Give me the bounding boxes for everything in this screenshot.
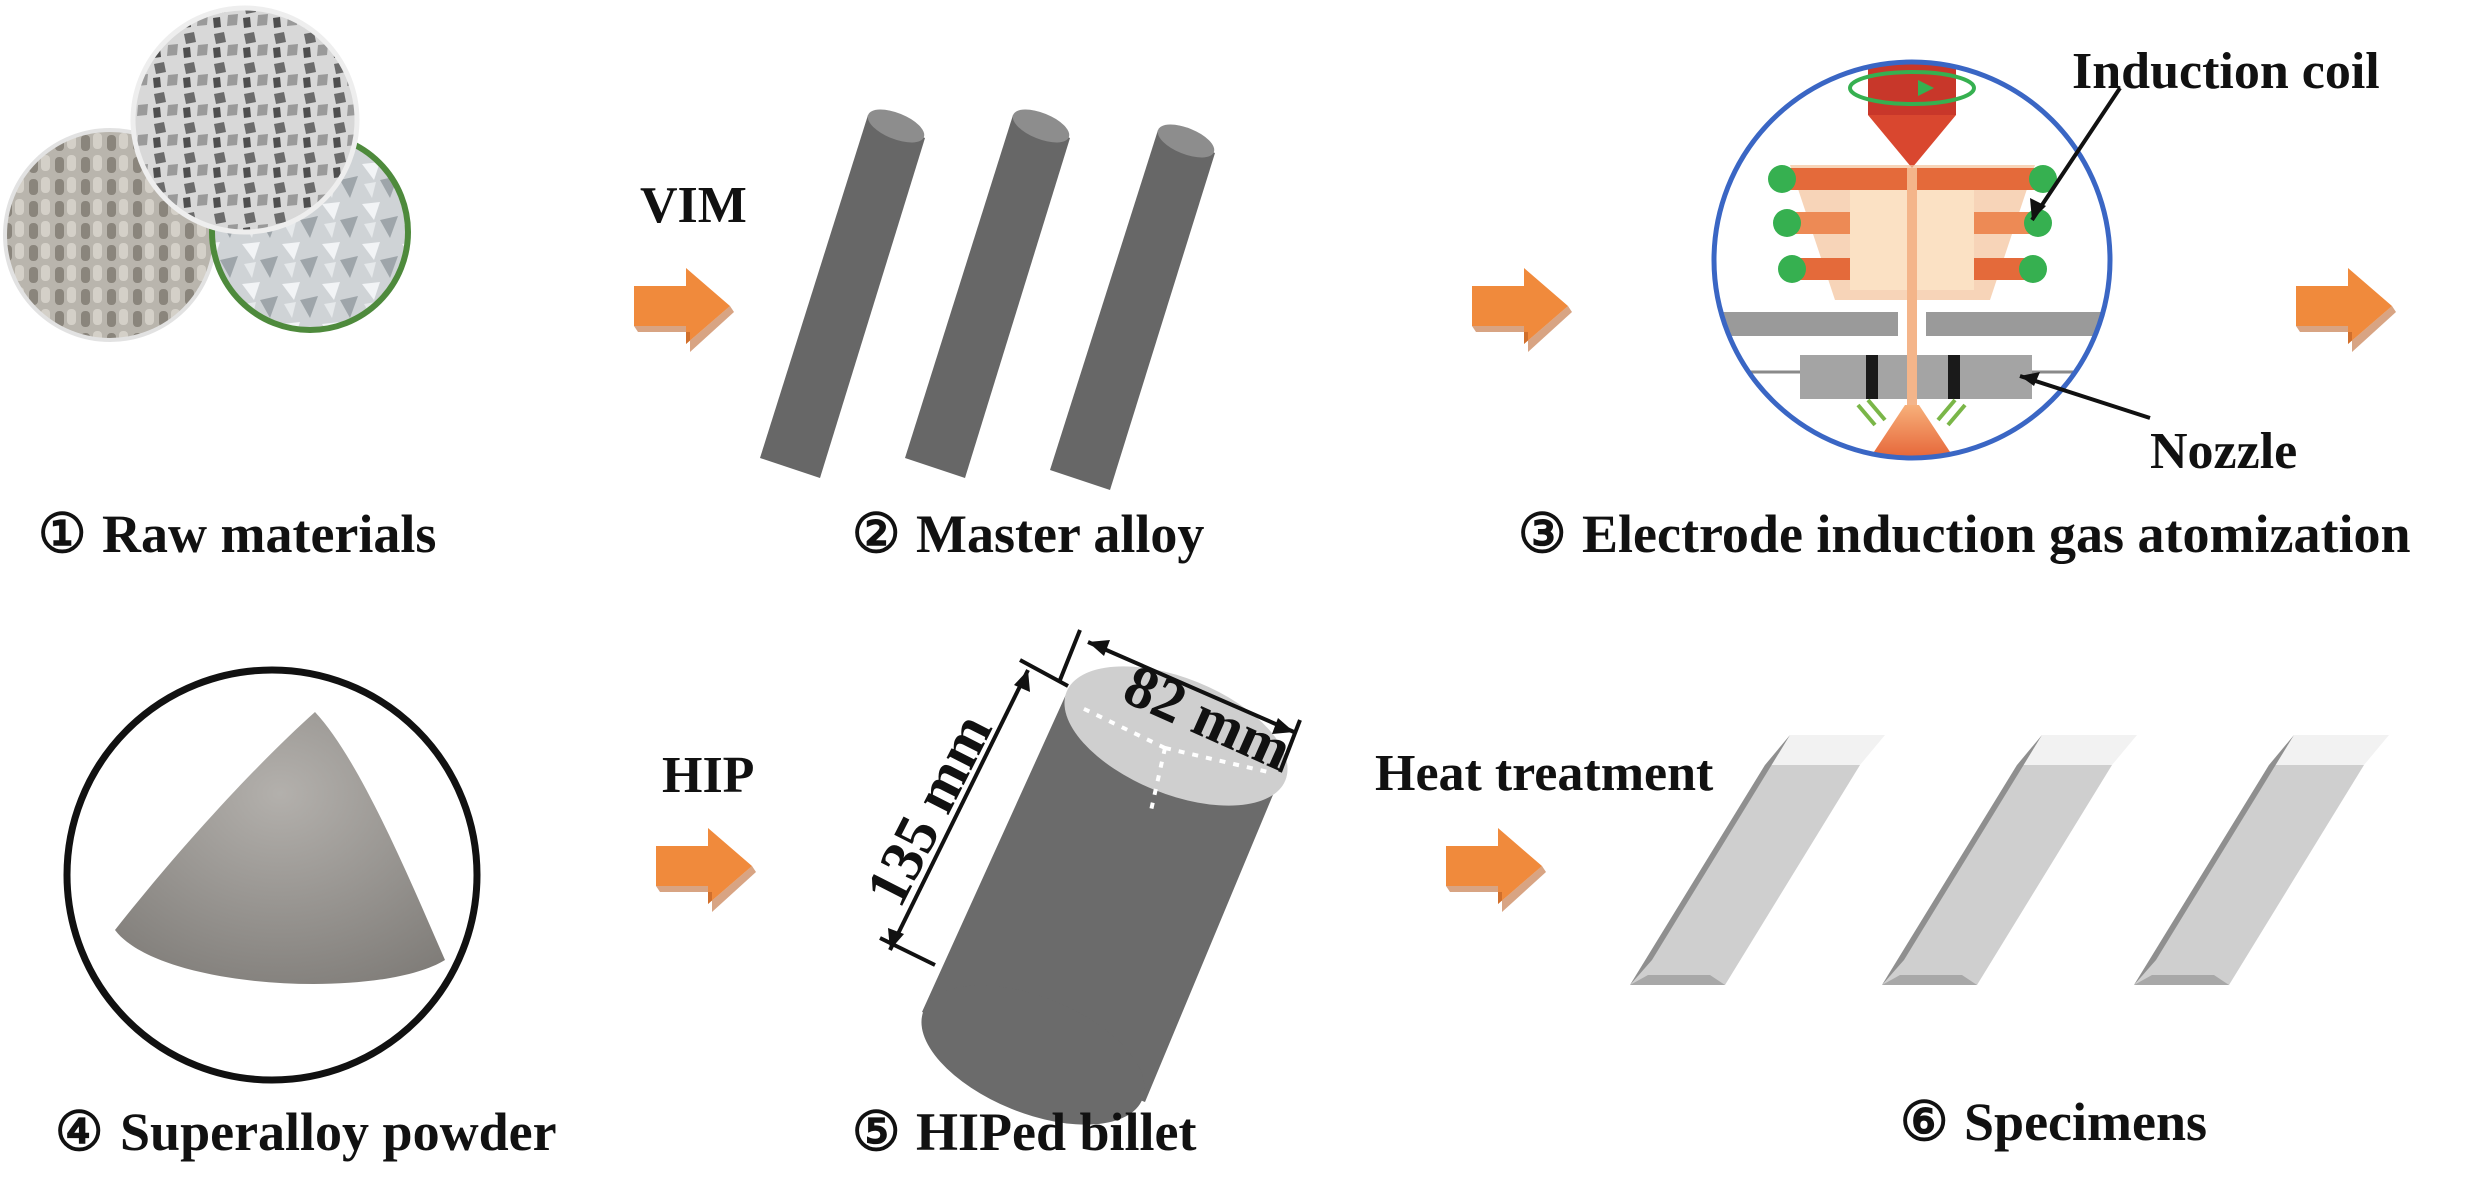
step-1-label: Raw materials [102, 504, 436, 564]
master-alloy-rods [760, 109, 1215, 490]
step-4-label: Superalloy powder [120, 1102, 557, 1162]
step-2-label: Master alloy [916, 504, 1204, 564]
arrow-5-label: Heat treatment [1375, 745, 1714, 802]
atomizer-illustration [1711, 59, 2151, 461]
powder-illustration [63, 666, 481, 1084]
rotation-icon [1848, 70, 1976, 106]
step-3-label: Electrode induction gas atomization [1582, 504, 2410, 564]
billet-illustration [879, 629, 1302, 1125]
step-5-number: ⑤ [852, 1102, 900, 1162]
step-4-number: ④ [55, 1102, 103, 1162]
step-6-number: ⑥ [1900, 1092, 1948, 1152]
atomizer-ring [1711, 59, 2113, 461]
arrow-1-label: VIM [640, 177, 747, 234]
chips-photo [130, 5, 360, 235]
raw-materials-illustration [3, 5, 411, 342]
step-3-number: ③ [1518, 504, 1566, 564]
step-2-number: ② [852, 504, 900, 564]
step-5-label: HIPed billet [916, 1102, 1197, 1162]
nozzle-label: Nozzle [2150, 423, 2297, 480]
arrow-4-label: HIP [662, 747, 754, 804]
step-6-label: Specimens [1964, 1092, 2207, 1152]
induction-coil-label: Induction coil [2072, 43, 2380, 100]
arrow-1 [634, 268, 734, 352]
arrow-5 [1446, 828, 1546, 912]
billet-top [1064, 666, 1288, 806]
step-1-number: ① [38, 504, 86, 564]
coil-turns [1768, 165, 2057, 283]
specimens-illustration [1630, 735, 2389, 985]
arrow-2 [1472, 268, 1572, 352]
arrow-4 [656, 828, 756, 912]
arrow-3 [2296, 268, 2396, 352]
